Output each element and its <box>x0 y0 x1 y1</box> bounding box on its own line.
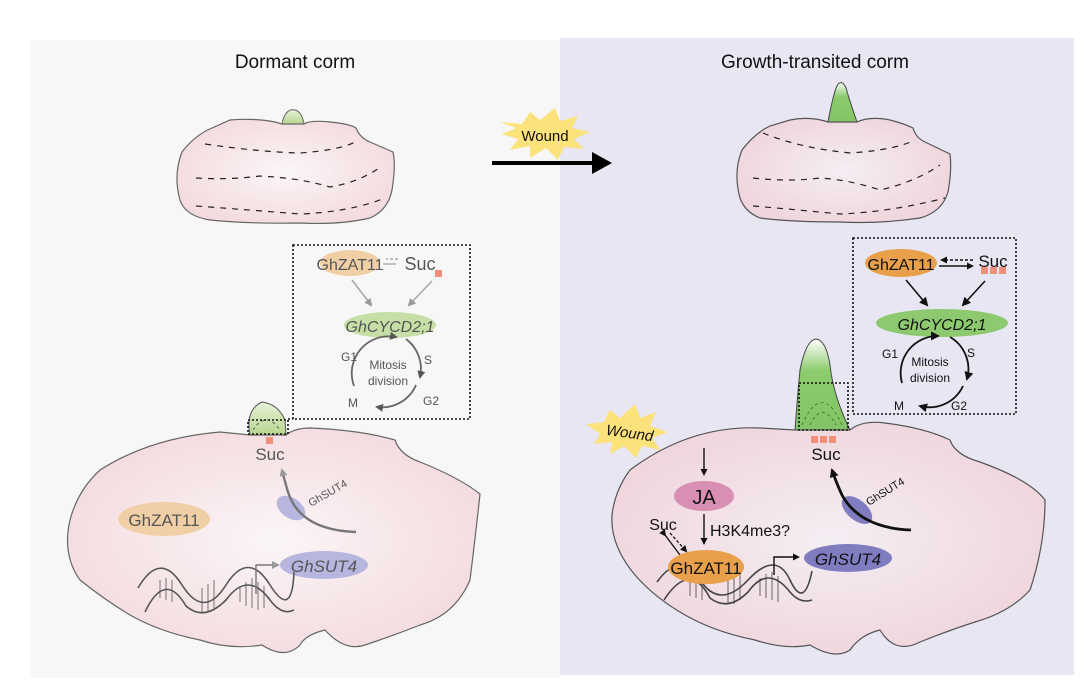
cycle-center-line2: division <box>368 374 408 388</box>
right-sut4-gene-label: GhSUT4 <box>815 550 881 569</box>
right-top-corm <box>736 82 952 224</box>
phase-s: S <box>424 353 432 367</box>
right-wound-label: Wound <box>605 422 655 446</box>
bud-inner-line <box>252 419 281 431</box>
right-inset-cycd-oval <box>876 309 1008 337</box>
left-corm-suc-label: Suc <box>255 445 285 464</box>
left-sut4-transporter <box>276 495 306 521</box>
right-inset-arrow-suc-to-cycd <box>961 280 986 307</box>
left-sut4-gene-oval <box>280 551 368 579</box>
corm-ring-line <box>195 165 383 188</box>
suc-block <box>990 267 997 274</box>
corm-ring-line <box>752 197 946 215</box>
right-transcription-arrow <box>773 553 800 575</box>
left-panel-title: Dormant corm <box>235 52 355 73</box>
phase-m: M <box>348 396 358 410</box>
cycle-center-line1: Mitosis <box>369 358 406 372</box>
corm-ring-line <box>204 141 356 154</box>
transition-label: Wound <box>521 128 568 145</box>
left-inset-zat11-label: GhZAT11 <box>317 257 384 274</box>
left-inset-arrow-suc-to-cycd <box>407 280 433 307</box>
inset-border <box>852 237 1017 415</box>
suc-block <box>820 436 827 443</box>
right-sut4-gene-oval <box>804 544 892 572</box>
right-zat11-oval <box>668 550 744 584</box>
right-side-suc-label: Suc <box>649 517 677 534</box>
right-inset-zat11-oval <box>865 249 937 277</box>
phase-g2: G2 <box>951 399 967 413</box>
left-transcription-arrow <box>255 561 280 594</box>
suc-block <box>266 437 273 444</box>
shoot-inner-line <box>809 412 837 426</box>
left-cell-cycle <box>350 331 426 412</box>
left-sut4-gene-label: GhSUT4 <box>291 557 357 576</box>
left-zat11-oval <box>118 502 210 536</box>
suc-zat-dashed-arrow <box>669 532 688 553</box>
left-dna-icon <box>137 566 295 614</box>
cycle-arrow-g2 <box>918 385 964 413</box>
left-inset-cycd-label: GhCYCD2;1 <box>346 319 435 336</box>
suc-block <box>829 436 836 443</box>
left-inset-suc-label: Suc <box>404 254 435 274</box>
cycle-center-line2: division <box>910 371 950 385</box>
phase-s: S <box>967 346 975 360</box>
right-suc-transport-arrow <box>829 468 912 532</box>
right-top-corm-body <box>736 117 952 224</box>
cycle-arrow-s <box>405 338 426 379</box>
transition-arrow <box>492 152 612 174</box>
right-inset-cycd-label: GhCYCD2;1 <box>898 317 987 334</box>
left-inset-zat11-oval <box>320 250 380 276</box>
right-bottom-corm: Suc GhSUT4 Wound JA H3K4me3? Suc <box>586 338 1046 655</box>
suc-block <box>999 267 1006 274</box>
inset-border <box>292 244 471 420</box>
right-shoot <box>794 338 851 431</box>
phase-g1: G1 <box>341 350 357 364</box>
right-inset-arrow-zat-to-cycd <box>905 279 929 307</box>
right-panel-title: Growth-transited corm <box>721 52 909 73</box>
cycle-arrow-g1 <box>899 331 940 384</box>
corm-ring-line <box>762 132 916 154</box>
cycle-arrow-s <box>949 336 974 381</box>
ja-oval <box>674 481 734 511</box>
cycle-center-line1: Mitosis <box>911 355 948 369</box>
right-inset-box: GhZAT11 Suc GhCYCD2;1 G1 S G2 M Mitosis … <box>852 237 1017 415</box>
left-inset-cycd-oval <box>344 312 436 338</box>
left-suc-transport-arrow <box>279 468 357 534</box>
left-top-bud <box>281 109 305 125</box>
left-inset-box: GhZAT11 Suc GhCYCD2;1 G1 S G2 M Mitosis … <box>288 244 471 420</box>
suc-block <box>981 267 988 274</box>
right-bottom-corm-body <box>611 421 1046 655</box>
suc-block <box>435 270 442 277</box>
phase-g1: G1 <box>882 347 898 361</box>
zoom-region-box <box>798 382 849 431</box>
right-top-shoot <box>827 82 858 123</box>
left-inset-arrow-zat-to-cycd <box>351 279 373 307</box>
histone-mark-label: H3K4me3? <box>710 523 790 540</box>
suc-zat-solid-arrow <box>659 528 681 556</box>
corm-ring-line <box>752 164 941 191</box>
transition-arrowhead <box>592 152 612 174</box>
left-top-corm <box>176 109 395 225</box>
right-cell-cycle <box>899 331 974 413</box>
left-top-corm-body <box>176 118 395 225</box>
ja-label: JA <box>692 487 716 509</box>
shoot-inner-line <box>801 402 843 426</box>
left-bottom-corm: Suc GhSUT4 GhZAT11 GhSUT4 <box>66 401 481 654</box>
right-corm-suc-label: Suc <box>811 445 841 464</box>
right-zat11-label: GhZAT11 <box>670 559 741 578</box>
wound-burst-transition: Wound <box>500 108 590 160</box>
wound-burst-icon <box>586 404 668 458</box>
cycle-arrow-g1 <box>350 331 398 387</box>
phase-g2: G2 <box>423 394 439 408</box>
cycle-arrow-g2 <box>375 384 417 412</box>
phase-m: M <box>894 399 904 413</box>
left-bottom-corm-body <box>66 427 481 654</box>
right-inset-suc-label: Suc <box>978 252 1008 271</box>
suc-block <box>811 436 818 443</box>
right-inset-zat11-label: GhZAT11 <box>868 257 935 274</box>
left-zat11-label: GhZAT11 <box>128 511 199 530</box>
burst-icon <box>500 108 590 160</box>
